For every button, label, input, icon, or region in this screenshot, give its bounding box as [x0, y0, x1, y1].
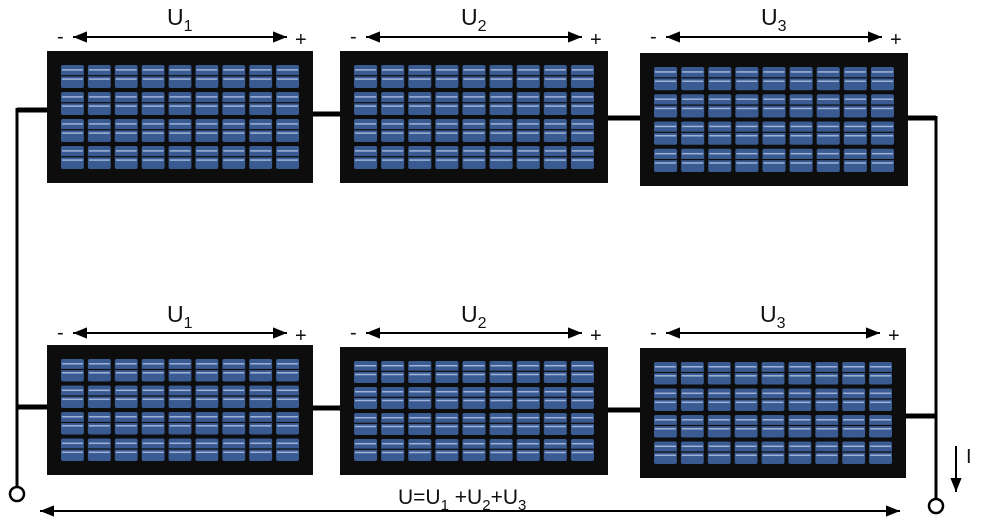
terminal-left — [8, 485, 26, 503]
plus-terminal-label: + — [590, 29, 602, 51]
total-voltage-label: U=U1 +U2+U3 — [398, 486, 526, 514]
plus-terminal-label: + — [888, 325, 900, 347]
current-label: I — [966, 446, 972, 468]
voltage-label-row2-2: U2 — [461, 301, 487, 332]
minus-terminal-label: - — [650, 322, 657, 344]
panel-row1-2 — [340, 51, 608, 183]
minus-terminal-label: - — [650, 26, 657, 48]
plus-terminal-label: + — [890, 29, 902, 51]
vertical-leads — [15, 108, 938, 499]
voltage-label-row2-3: U3 — [760, 301, 786, 332]
panel-row2-2 — [340, 347, 608, 475]
terminal-right — [927, 497, 945, 515]
plus-terminal-label: + — [295, 325, 307, 347]
wiring — [17, 107, 936, 419]
minus-terminal-label: - — [57, 26, 64, 48]
minus-terminal-label: - — [350, 322, 357, 344]
solar-panels: - + U1 - + U2 - + U3 - + U1 - + U2 - + U3 — [47, 4, 908, 478]
voltage-label-row1-1: U1 — [167, 4, 193, 35]
voltage-label-row1-2: U2 — [461, 4, 487, 35]
minus-terminal-label: - — [350, 26, 357, 48]
plus-terminal-label: + — [590, 325, 602, 347]
panel-row1-1 — [47, 51, 313, 183]
panel-row2-1 — [47, 345, 313, 475]
panel-row1-3 — [640, 53, 908, 186]
voltage-label-row1-3: U3 — [761, 4, 787, 35]
minus-terminal-label: - — [57, 322, 64, 344]
plus-terminal-label: + — [295, 29, 307, 51]
voltage-label-row2-1: U1 — [167, 301, 193, 332]
panel-row2-3 — [640, 348, 906, 478]
